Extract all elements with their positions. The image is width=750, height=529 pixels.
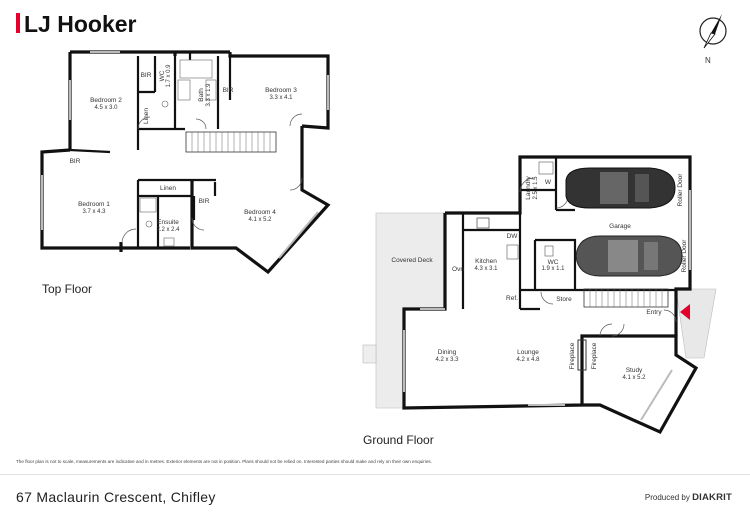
label-linen-2: Linen (160, 185, 176, 192)
label-dw: DW (507, 233, 519, 240)
disclaimer-text: The floor plan is not to scale, measurem… (16, 459, 432, 464)
room-name-bath: Bath (198, 88, 205, 102)
room-name-bedroom-2: Bedroom 2 (90, 97, 122, 104)
label-roller-door-2: Roller Door (681, 239, 688, 273)
room-name-kitchen: Kitchen (475, 258, 497, 265)
room-dim-laundry: 2.5 x 1.5 (533, 176, 539, 200)
producer-name: DIAKRIT (692, 492, 732, 503)
room-name-dining: Dining (438, 349, 457, 356)
room-name-wc-ground: WC (548, 259, 559, 266)
label-fireplace-1: Fireplace (569, 342, 576, 369)
label-store: Store (556, 296, 572, 303)
room-dim-kitchen: 4.3 x 3.1 (474, 266, 498, 272)
compass-icon: N (699, 14, 727, 65)
room-name-lounge: Lounge (517, 349, 539, 356)
room-name-study: Study (626, 367, 643, 374)
ground-floor-plan: Kitchen 4.3 x 3.1 Laundry 2.5 x 1.5 Gara… (362, 155, 717, 435)
produced-by: Produced by DIAKRIT (645, 492, 732, 503)
room-dim-bedroom-3: 3.3 x 4.1 (269, 95, 293, 101)
top-floor-stairs (185, 131, 277, 153)
room-dim-bedroom-2: 4.5 x 3.0 (94, 105, 118, 111)
label-ovn: Ovn (452, 266, 464, 273)
floor-label-top: Top Floor (42, 282, 92, 296)
room-dim-bedroom-4: 4.1 x 5.2 (248, 217, 272, 223)
room-name-bedroom-4: Bedroom 4 (244, 209, 276, 216)
property-address: 67 Maclaurin Crescent, Chifley (16, 489, 216, 505)
logo-mark-bar (16, 13, 20, 33)
compass-north-label: N (705, 56, 711, 65)
room-dim-bath: 3.3 x 1.9 (206, 83, 212, 107)
label-bir-4: BIR (199, 198, 210, 205)
logo-text: LJ Hooker (24, 11, 137, 37)
label-w: W (545, 179, 552, 186)
label-entry: Entry (646, 309, 662, 316)
floor-label-ground: Ground Floor (363, 433, 434, 447)
room-name-ensuite: Ensuite (157, 219, 179, 226)
room-dim-dining: 4.2 x 3.3 (435, 357, 459, 363)
room-dim-bedroom-1: 3.7 x 4.3 (82, 209, 106, 215)
car-icon (575, 235, 683, 277)
ground-floor-stairs (583, 288, 669, 308)
label-linen-1: Linen (143, 108, 150, 124)
room-name-garage: Garage (609, 223, 631, 230)
room-dim-ensuite: 2.2 x 2.4 (156, 227, 180, 233)
room-dim-wc-ground: 1.9 x 1.1 (541, 266, 565, 272)
room-name-bedroom-1: Bedroom 1 (78, 201, 110, 208)
room-name-wc-top: WC (159, 70, 166, 81)
room-name-laundry: Laundry (525, 176, 532, 200)
label-covered-deck: Covered Deck (391, 257, 433, 264)
room-name-bedroom-3: Bedroom 3 (265, 87, 297, 94)
room-dim-study: 4.1 x 5.2 (622, 375, 646, 381)
produced-by-label: Produced by (644, 493, 690, 502)
label-fireplace-2: Fireplace (591, 342, 598, 369)
label-roller-door-1: Roller Door (677, 173, 684, 207)
label-bir-2: BIR (223, 87, 234, 94)
room-dim-wc-top: 1.7 x 0.9 (166, 64, 172, 88)
lj-hooker-logo: LJ Hooker (16, 11, 137, 37)
label-bir-3: BIR (70, 158, 81, 165)
label-bir-1: BIR (141, 72, 152, 79)
top-floor-plan: Bedroom 2 4.5 x 3.0 Bedroom 3 3.3 x 4.1 … (40, 50, 331, 275)
car-icon (565, 167, 676, 209)
footer-divider (0, 474, 750, 475)
entry-marker-icon (680, 304, 690, 320)
label-ref: Ref. (506, 295, 518, 302)
room-dim-lounge: 4.2 x 4.8 (516, 357, 540, 363)
